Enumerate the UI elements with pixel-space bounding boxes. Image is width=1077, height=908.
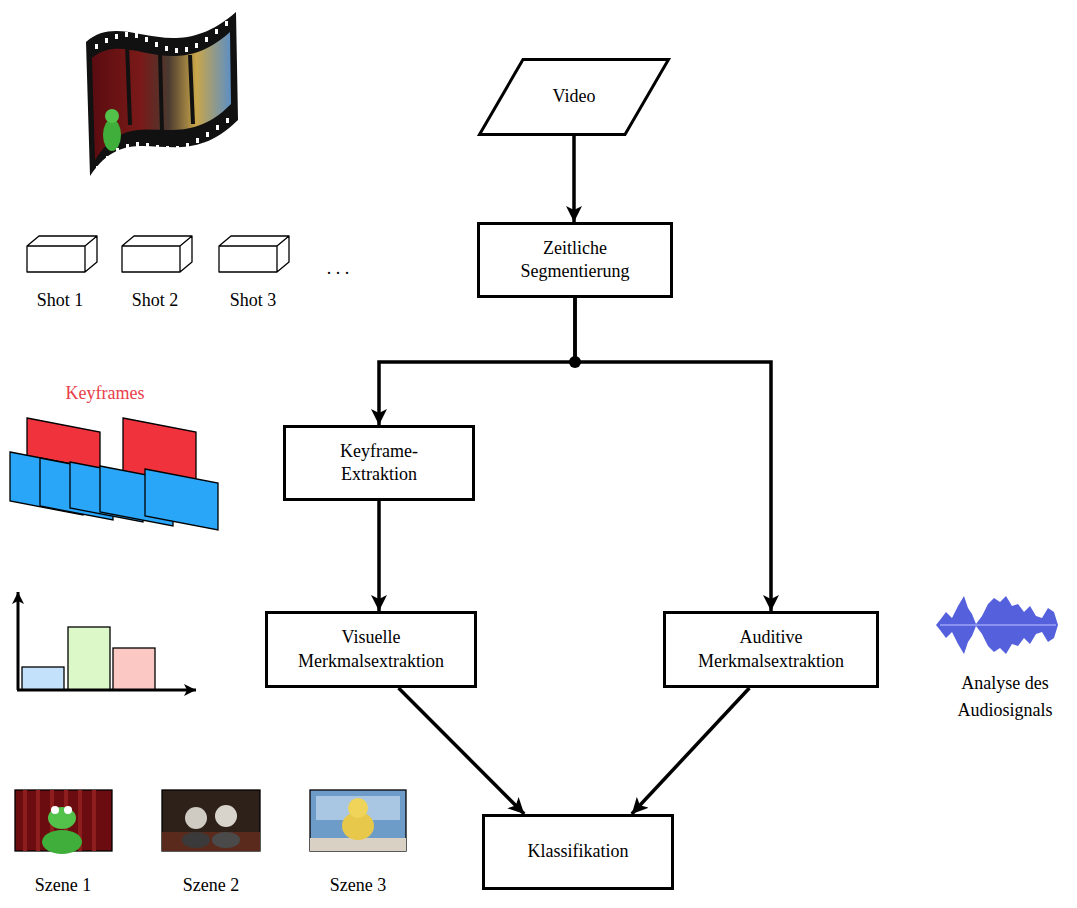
flow-arrow <box>399 688 525 814</box>
flow-arrow <box>575 298 771 611</box>
input-parallelogram: Video <box>478 58 670 136</box>
process-box: Visuelle Merkmalsextraktion <box>265 611 477 688</box>
shot-label: Shot 1 <box>37 287 84 314</box>
shot-label: Shot 3 <box>230 287 277 314</box>
audio-waveform <box>936 596 1058 654</box>
process-box: Auditive Merkmalsextraktion <box>663 611 879 688</box>
node-text: Auditive Merkmalsextraktion <box>691 626 851 673</box>
bar-chart-icon <box>17 592 196 690</box>
scene-label: Szene 3 <box>330 872 386 899</box>
flow-arrow <box>379 298 575 425</box>
node-text: Keyframe- Extraktion <box>311 440 447 487</box>
ellipsis: . . . <box>327 255 350 282</box>
audio-label: Analyse des Audiosignals <box>940 670 1070 724</box>
scene-label: Szene 1 <box>35 872 91 899</box>
node-text: Video <box>506 85 642 108</box>
process-box: Klassifikation <box>482 814 674 890</box>
flow-arrow <box>377 501 381 611</box>
shot-label: Shot 2 <box>132 287 179 314</box>
keyframes-label: Keyframes <box>66 380 145 407</box>
node-text: Klassifikation <box>510 840 646 863</box>
node-text: Visuelle Merkmalsextraktion <box>293 626 449 673</box>
junction-dot <box>569 356 581 368</box>
flow-arrow <box>572 136 576 222</box>
process-box: Keyframe- Extraktion <box>283 425 475 501</box>
shot-cubes <box>27 236 289 272</box>
flow-arrow <box>632 688 750 814</box>
scene-thumbnails <box>15 790 406 854</box>
filmstrip <box>86 12 238 176</box>
keyframe-stack <box>10 418 218 530</box>
process-box: Zeitliche Segmentierung <box>477 222 673 298</box>
scene-label: Szene 2 <box>183 872 239 899</box>
node-text: Zeitliche Segmentierung <box>505 237 645 284</box>
